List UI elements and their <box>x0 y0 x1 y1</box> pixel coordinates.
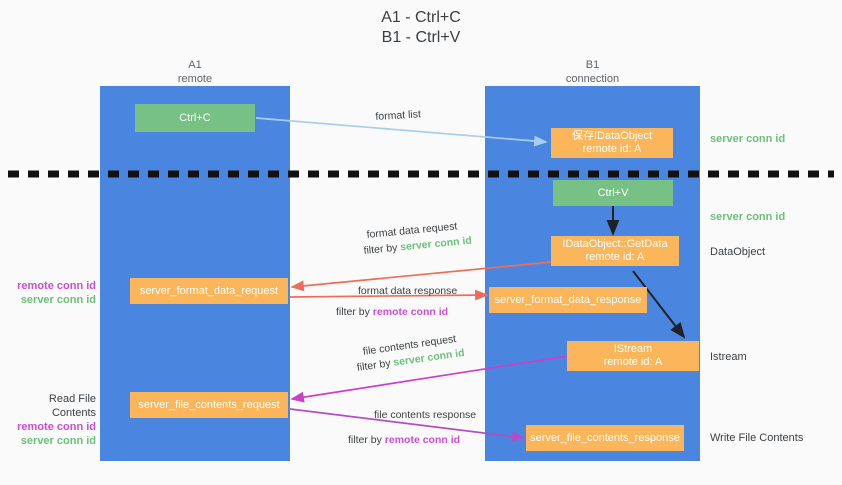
box-istream[interactable]: IStream remote id: A <box>567 341 699 371</box>
diagram-title: A1 - Ctrl+C B1 - Ctrl+V <box>381 9 461 46</box>
arrow-filter-file-contents-response: filter by remote conn id <box>348 433 460 447</box>
arrow-filter-format-data-response: filter by remote conn id <box>336 305 448 319</box>
filter-prefix-4: filter by <box>348 434 385 446</box>
note-dataobject: DataObject <box>710 246 766 258</box>
note-write-file-contents: Write File Contents <box>710 432 804 444</box>
filter-prefix-1: filter by <box>363 241 401 257</box>
note-server-conn-id-top: server conn id <box>710 133 786 145</box>
note-conn-ids-format: remote conn id server conn id <box>8 279 96 307</box>
arrow-label-format-list-text: format list <box>375 108 422 123</box>
filter-prefix-3: filter by <box>356 356 395 374</box>
arrow-label-format-data-response: format data response <box>358 284 457 298</box>
note-read-file-contents: Read File Contents <box>48 393 96 419</box>
note-conn-ids-file: Read File Contents remote conn id server… <box>8 392 96 448</box>
box-ctrl-v[interactable]: Ctrl+V <box>553 180 673 206</box>
note-server-conn-id-file: server conn id <box>20 435 96 447</box>
box-server-file-contents-response[interactable]: server_file_contents_response <box>526 425 684 451</box>
arrow-label-format-data-response-text: format data response <box>358 285 458 297</box>
box-idataobject-getdata[interactable]: IDataObject::GetData remote id: A <box>551 236 679 266</box>
filter-prefix-2: filter by <box>336 306 373 318</box>
box-server-file-contents-request[interactable]: server_file_contents_request <box>130 392 288 418</box>
note-istream: Istream <box>710 351 747 363</box>
box-ctrl-c[interactable]: Ctrl+C <box>135 104 255 132</box>
filter-value-remote-conn-id-4: remote conn id <box>384 434 461 446</box>
arrow-label-file-contents-response: file contents response <box>374 408 476 422</box>
column-header-a1: A1 remote <box>177 59 213 85</box>
note-server-conn-id-format: server conn id <box>20 294 96 306</box>
arrow-label-file-contents-response-text: file contents response <box>374 409 477 421</box>
note-server-conn-id-second: server conn id <box>710 211 786 223</box>
note-remote-conn-id-file: remote conn id <box>17 421 96 433</box>
box-server-format-data-response[interactable]: server_format_data_response <box>489 287 647 313</box>
column-header-b1: B1 connection <box>565 59 620 85</box>
box-server-format-data-request[interactable]: server_format_data_request <box>130 278 288 304</box>
box-save-idataobject[interactable]: 保存IDataObject remote id: A <box>551 128 673 158</box>
note-remote-conn-id-format: remote conn id <box>17 280 96 292</box>
arrow-label-format-list: format list <box>375 107 421 124</box>
filter-value-remote-conn-id-2: remote conn id <box>372 306 449 318</box>
